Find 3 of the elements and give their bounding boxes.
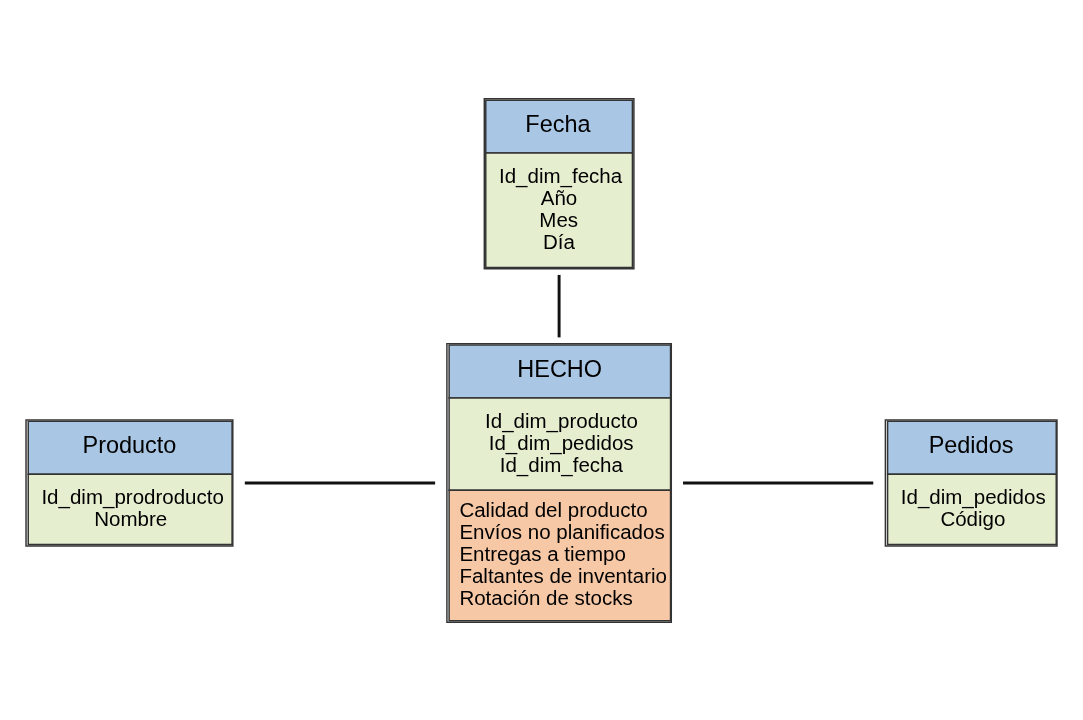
- connector: [683, 481, 874, 484]
- connector: [557, 274, 561, 337]
- connector: [244, 481, 436, 484]
